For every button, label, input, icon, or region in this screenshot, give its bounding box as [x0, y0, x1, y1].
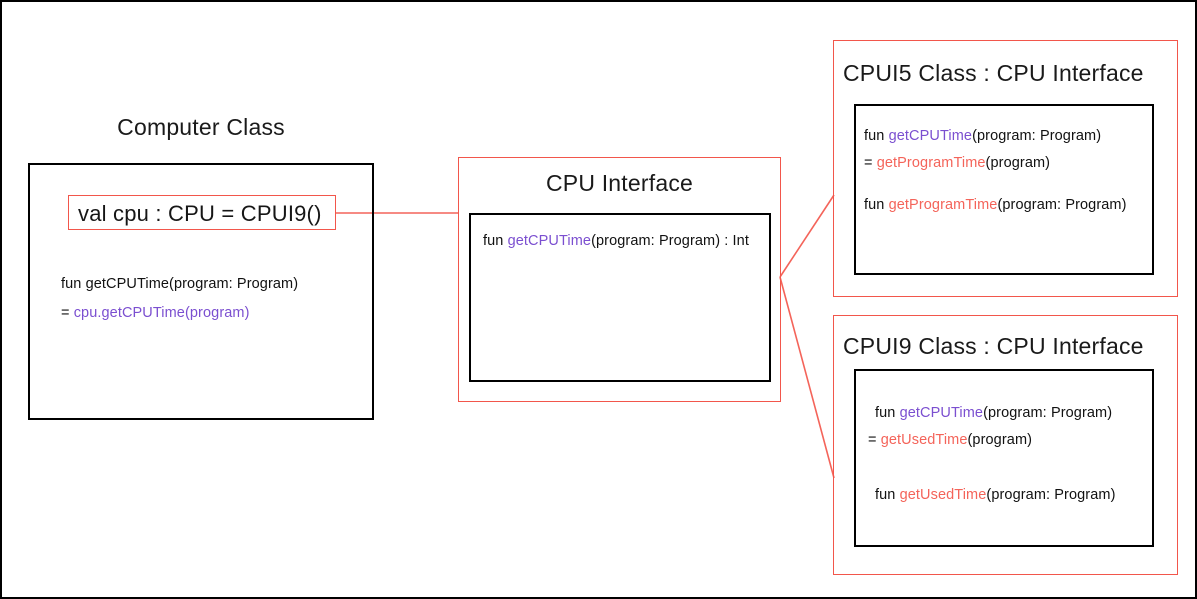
cpui9-class-title: CPUI9 Class : CPU Interface	[843, 333, 1144, 359]
cpui9-method2-signature: fun getUsedTime(program: Program)	[875, 487, 1116, 503]
cpui5-l1-method-name: getCPUTime	[888, 128, 973, 144]
cpu-interface-outer-box	[458, 157, 781, 402]
cpui9-class-outer-box	[833, 315, 1178, 575]
cpui5-l3-fun-keyword: fun	[864, 197, 889, 213]
cpui5-class-title: CPUI5 Class : CPU Interface	[843, 60, 1144, 86]
cpui9-l2-method-name: getUsedTime	[880, 432, 968, 448]
cpui5-class-inner-box	[854, 104, 1154, 275]
computer-class-title: Computer Class	[117, 114, 285, 140]
cpui5-method1-body: = getProgramTime(program)	[864, 155, 1050, 171]
connector-interface-to-cpui9	[779, 276, 835, 479]
cpui9-l3-params: (program: Program)	[986, 487, 1116, 503]
connector-interface-to-cpui5	[779, 194, 835, 278]
cpui5-l3-method-name: getProgramTime	[888, 197, 998, 213]
cpui5-l2-eq: =	[864, 155, 877, 171]
cpui5-l2-method-name: getProgramTime	[876, 155, 986, 171]
cpui5-method1-signature: fun getCPUTime(program: Program)	[864, 128, 1101, 144]
cpu-interface-method: fun getCPUTime(program: Program) : Int	[483, 233, 749, 249]
val-cpu-highlight-box[interactable]	[68, 195, 336, 230]
cpui9-l3-method-name: getUsedTime	[899, 487, 987, 503]
cpu-interface-method-name: getCPUTime	[507, 233, 592, 249]
computer-method-signature: fun getCPUTime(program: Program)	[61, 276, 299, 292]
cpui9-method1-signature: fun getCPUTime(program: Program)	[875, 405, 1112, 421]
cpui9-l3-fun-keyword: fun	[875, 487, 900, 503]
computer-class-box	[28, 163, 374, 420]
cpu-interface-title: CPU Interface	[545, 170, 694, 196]
cpui9-l2-eq: =	[868, 432, 881, 448]
cpui9-l2-params: (program)	[967, 432, 1033, 448]
cpui5-l3-params: (program: Program)	[997, 197, 1127, 213]
cpu-interface-inner-box	[469, 213, 771, 382]
cpui5-l1-params: (program: Program)	[972, 128, 1102, 144]
cpui5-l1-fun-keyword: fun	[864, 128, 889, 144]
cpui5-class-outer-box	[833, 40, 1178, 297]
computer-method-call: cpu.getCPUTime(program)	[73, 305, 250, 321]
cpui5-l2-params: (program)	[985, 155, 1051, 171]
cpu-interface-fun-keyword: fun	[483, 233, 508, 249]
cpui9-l1-method-name: getCPUTime	[899, 405, 984, 421]
cpui5-method2-signature: fun getProgramTime(program: Program)	[864, 197, 1127, 213]
cpui9-l1-params: (program: Program)	[983, 405, 1113, 421]
cpui9-class-inner-box	[854, 369, 1154, 547]
computer-method-eq: =	[61, 305, 74, 321]
cpu-interface-method-params: (program: Program) : Int	[591, 233, 749, 249]
computer-method-body: = cpu.getCPUTime(program)	[61, 305, 250, 321]
val-cpu-declaration: val cpu : CPU = CPUI9()	[78, 201, 322, 226]
cpui9-l1-fun-keyword: fun	[875, 405, 900, 421]
cpui9-method1-body: = getUsedTime(program)	[868, 432, 1032, 448]
